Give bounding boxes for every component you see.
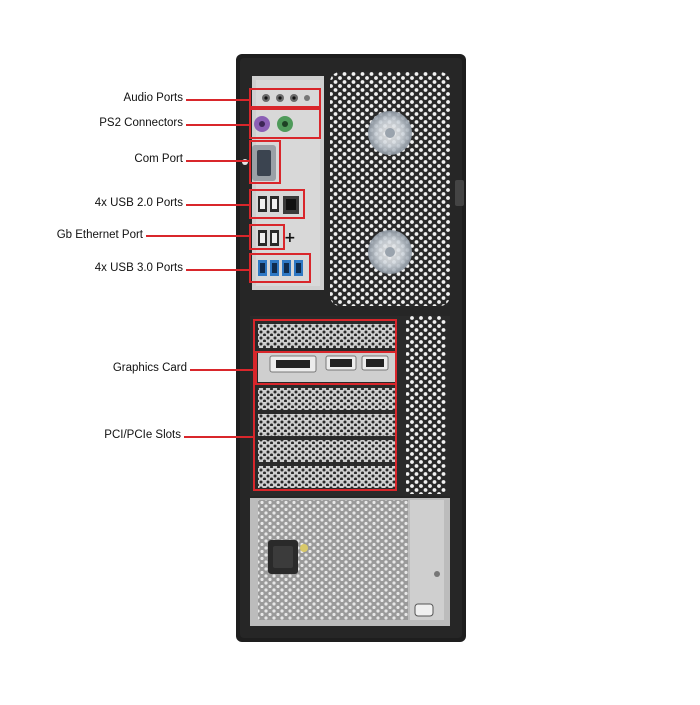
label-ps2-connectors: PS2 Connectors xyxy=(99,117,183,129)
usb3-ports-graphic xyxy=(258,260,303,276)
chassis-handle xyxy=(455,180,464,206)
label-usb2-ports: 4x USB 2.0 Ports xyxy=(94,197,183,209)
callout-box-usb2-lower xyxy=(249,224,285,250)
label-gb-ethernet-port: Gb Ethernet Port xyxy=(56,229,143,241)
leader-graphics-card xyxy=(190,369,256,371)
callout-box-com xyxy=(249,140,281,184)
ps2-connectors-graphic xyxy=(254,116,293,132)
callout-box-usb3 xyxy=(249,253,311,283)
callout-boxes xyxy=(249,88,397,491)
expansion-slot-brackets xyxy=(258,324,396,488)
callout-box-ps2 xyxy=(249,108,321,139)
label-pci-pcie-slots: PCI/PCIe Slots xyxy=(104,429,181,441)
com-port-graphic xyxy=(242,145,276,181)
leader-audio-ports xyxy=(186,99,250,101)
label-audio-ports: Audio Ports xyxy=(123,92,183,104)
leader-ps2-connectors xyxy=(186,124,250,126)
leader-gb-ethernet-port xyxy=(146,235,250,237)
graphics-card-connectors xyxy=(269,355,389,373)
label-graphics-card: Graphics Card xyxy=(112,362,187,374)
label-usb3-ports: 4x USB 3.0 Ports xyxy=(94,262,183,274)
svg-text:+: + xyxy=(284,230,296,246)
leader-com-port xyxy=(186,160,250,162)
callout-box-slots xyxy=(253,319,397,491)
callout-box-usb2-eth xyxy=(249,189,305,219)
usb2-ports-graphic xyxy=(258,196,279,246)
leader-pci-pcie-slots xyxy=(184,436,254,438)
side-vent xyxy=(406,316,446,494)
callout-box-audio xyxy=(249,88,321,108)
leader-usb3-ports xyxy=(186,269,250,271)
leader-usb2-ports xyxy=(186,204,250,206)
audio-jacks-graphic xyxy=(262,94,310,102)
fan-vent xyxy=(330,72,450,306)
ethernet-port-graphic: + xyxy=(283,196,299,246)
kensington-slot xyxy=(414,603,434,617)
label-com-port: Com Port xyxy=(134,153,183,165)
